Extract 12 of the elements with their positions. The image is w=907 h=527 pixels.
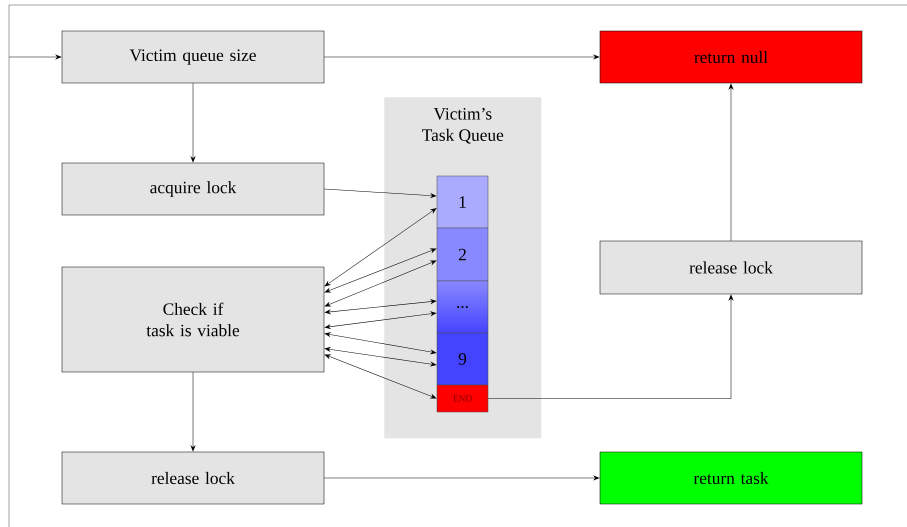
queue-cell: 2 xyxy=(436,228,488,282)
queue-cell: END xyxy=(436,384,488,412)
process-box: Check if task is viable xyxy=(62,266,324,372)
queue-cell: 9 xyxy=(436,332,488,386)
return-box: return task xyxy=(600,452,862,504)
process-box: Victim queue size xyxy=(62,30,324,84)
return-box: return null xyxy=(600,30,862,84)
queue-cell: 1 xyxy=(436,176,488,228)
process-box: release lock xyxy=(600,240,862,294)
process-box: release lock xyxy=(62,452,324,504)
process-box: acquire lock xyxy=(62,162,324,216)
queue-cell: ... xyxy=(436,280,488,334)
